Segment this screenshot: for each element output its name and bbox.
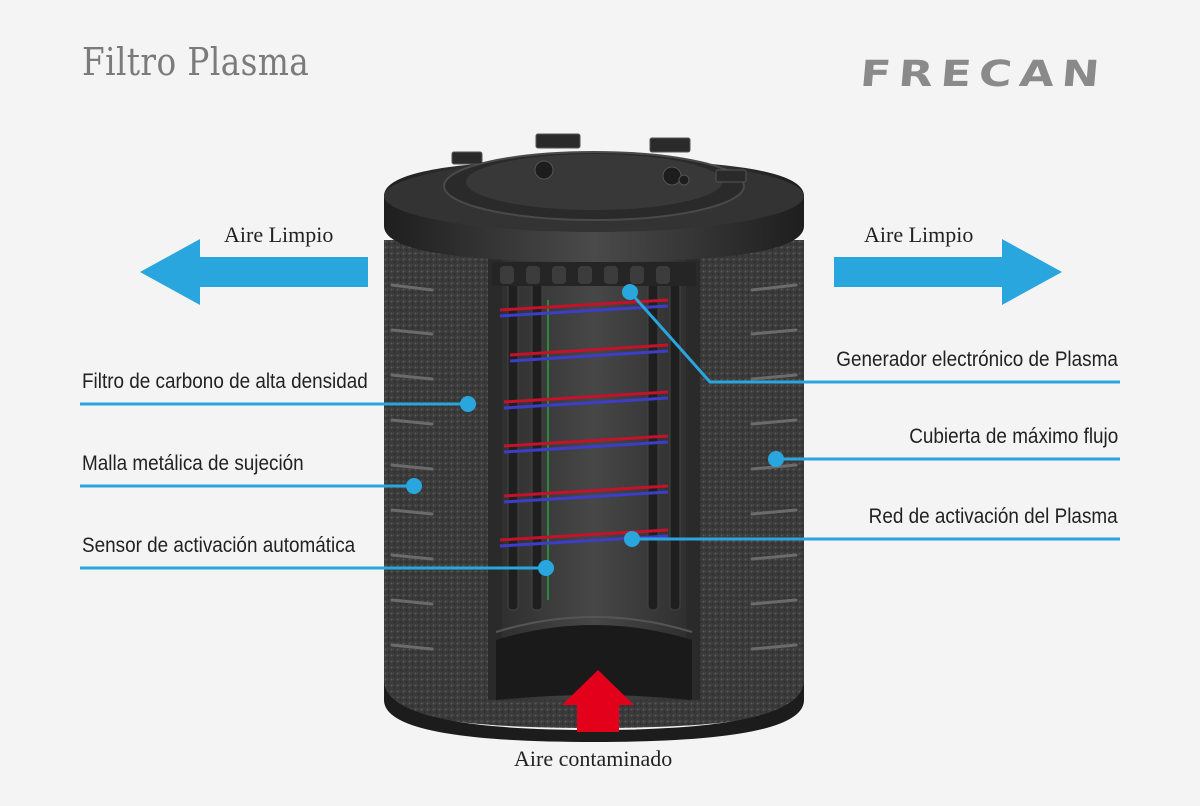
clean-air-arrow-right: [834, 239, 1062, 305]
dot-plasma-generator: [622, 284, 638, 300]
dot-metal-mesh: [406, 478, 422, 494]
dot-carbon-filter: [460, 396, 476, 412]
callout-activation-sensor: Sensor de activación automática: [82, 534, 356, 557]
page-title: Filtro Plasma: [82, 40, 310, 84]
dot-max-flow-cover: [768, 451, 784, 467]
callout-plasma-generator: Generador electrónico de Plasma: [836, 348, 1118, 371]
clean-air-arrow-left: [140, 239, 368, 305]
callout-plasma-network: Red de activación del Plasma: [869, 505, 1118, 528]
clean-air-label-right: Aire Limpio: [864, 222, 974, 247]
clean-air-label-left: Aire Limpio: [224, 222, 334, 247]
callout-max-flow-cover: Cubierta de máximo flujo: [908, 425, 1118, 448]
dirty-air-label: Aire contaminado: [514, 746, 673, 771]
callout-carbon-filter: Filtro de carbono de alta densidad: [82, 370, 368, 393]
dirty-air-arrow: [562, 670, 634, 732]
leader-plasma-generator: [628, 291, 1120, 384]
callout-metal-mesh: Malla metálica de sujeción: [82, 452, 304, 475]
filter-cartridge: [384, 133, 804, 742]
dot-activation-sensor: [538, 560, 554, 576]
dot-plasma-network: [624, 531, 640, 547]
